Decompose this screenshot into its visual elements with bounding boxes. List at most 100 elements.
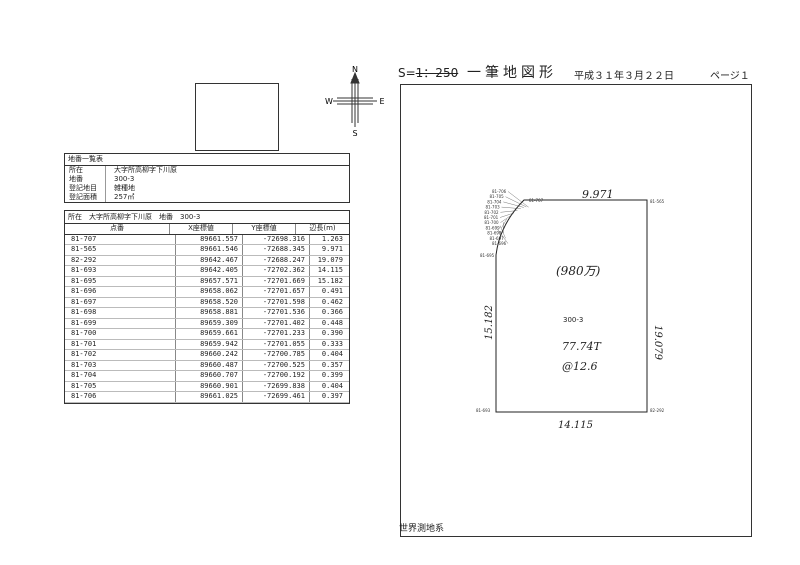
map-scale: S=1：250 [398, 64, 458, 81]
x-cell: 89661.546 [176, 245, 243, 255]
point-cell: 81-706 [65, 392, 176, 402]
info-value: 257㎡ [114, 193, 135, 201]
x-cell: 89661.557 [176, 234, 243, 244]
length-cell: 15.182 [317, 276, 343, 285]
point-cell: 81-699 [65, 318, 176, 328]
x-cell: 89660.901 [176, 381, 243, 391]
page-number: ページ１ [710, 71, 750, 82]
blank-stamp-box [195, 83, 279, 151]
edge-length-right: 19.079 [652, 325, 663, 361]
page-title: 一筆地図形 [467, 65, 557, 81]
x-cell: 89658.881 [176, 308, 243, 318]
corner-label-sw: 81-693 [476, 408, 491, 413]
x-cell: 89642.405 [176, 266, 243, 276]
length-cell: 1.263 [321, 234, 343, 243]
x-cell: 89661.025 [176, 392, 243, 402]
arc-point-label: 81-700 [484, 220, 499, 225]
length-cell: 14.115 [317, 266, 343, 274]
y-cell: -72701.669 [243, 276, 310, 286]
note-value: 77.74T [562, 340, 602, 353]
coordinate-table-caption: 所在 大字所高柳字下川原 地番 300-3 [65, 211, 349, 224]
x-cell: 89659.661 [176, 329, 243, 339]
length-cell: 0.366 [321, 308, 343, 316]
arc-point-label: 81-704 [487, 199, 502, 204]
leader-line [499, 225, 506, 239]
note-area: (980万) [556, 264, 601, 278]
info-label: 登記面積 [65, 193, 106, 202]
point-cell: 81-693 [65, 266, 176, 276]
header-point: 点番 [65, 224, 170, 234]
x-cell: 89660.487 [176, 360, 243, 370]
parcel-info-caption: 地番一覧表 [65, 154, 349, 166]
header-length: 辺長(m) [309, 224, 336, 232]
info-value: 300-3 [114, 175, 135, 183]
arc-point-label: 81-701 [484, 215, 499, 220]
table-header-row: 点番 X座標値 Y座標値 辺長(m) [65, 224, 349, 235]
y-cell: -72701.233 [243, 329, 310, 339]
arc-point-label: 81-699 [486, 225, 501, 230]
table-row: 登記地目 雑種地 [65, 184, 349, 193]
geodetic-system-label: 世界測地系 [399, 524, 445, 534]
leader-line [503, 201, 524, 208]
y-cell: -72701.055 [243, 339, 310, 349]
point-cell: 81-695 [65, 276, 176, 286]
edge-length-bottom: 14.115 [558, 420, 593, 431]
length-cell: 0.333 [321, 339, 343, 348]
point-cell: 81-703 [65, 360, 176, 370]
arc-point-label: 81-706 [492, 189, 507, 194]
x-cell: 89659.942 [176, 339, 243, 349]
parcel-number-label: 300-3 [563, 316, 583, 324]
leader-line [501, 218, 507, 229]
length-cell: 0.399 [321, 371, 343, 379]
y-cell: -72688.345 [243, 245, 310, 255]
point-cell: 81-705 [65, 381, 176, 391]
y-cell: -72701.402 [243, 318, 310, 328]
point-cell: 81-704 [65, 371, 176, 381]
table-row: 登記面積 257㎡ [65, 193, 349, 202]
leader-line [500, 215, 511, 223]
scale-prefix: S= [398, 66, 416, 80]
corner-label-ne: 81-565 [650, 199, 665, 204]
leader-line [505, 196, 527, 208]
edge-length-top: 9.971 [582, 188, 614, 201]
info-label: 所在 [65, 166, 106, 175]
point-cell: 81-697 [65, 297, 176, 307]
arc-point-label: 81-698 [487, 231, 502, 236]
leader-line [497, 228, 509, 244]
coordinate-table: 所在 大字所高柳字下川原 地番 300-3 点番 X座標値 Y座標値 辺長(m)… [64, 210, 350, 404]
length-cell: 19.079 [317, 255, 343, 264]
length-cell: 9.971 [321, 245, 343, 253]
header-x: X座標値 [170, 224, 233, 234]
length-cell: 0.491 [321, 287, 343, 295]
y-cell: -72702.362 [243, 266, 310, 276]
length-cell: 0.404 [321, 381, 343, 390]
arc-point-label: 81-705 [490, 194, 505, 199]
x-cell: 89658.062 [176, 287, 243, 297]
map-frame [400, 84, 752, 537]
info-label: 地番 [65, 175, 106, 184]
leader-line [499, 212, 515, 218]
parcel-boundary [495, 199, 648, 413]
table-row: 所在 大字所高柳字下川原 [65, 166, 349, 175]
x-cell: 89658.520 [176, 297, 243, 307]
point-cell: 81-702 [65, 350, 176, 360]
point-cell: 82-292 [65, 255, 176, 265]
y-cell: -72700.192 [243, 371, 310, 381]
arc-point-label: 81-703 [486, 205, 501, 210]
arc-point-label: 81-702 [484, 210, 499, 215]
y-cell: -72688.247 [243, 255, 310, 265]
arc-point-label: 81-697 [490, 236, 505, 241]
edge-length-left: 15.182 [484, 305, 495, 340]
